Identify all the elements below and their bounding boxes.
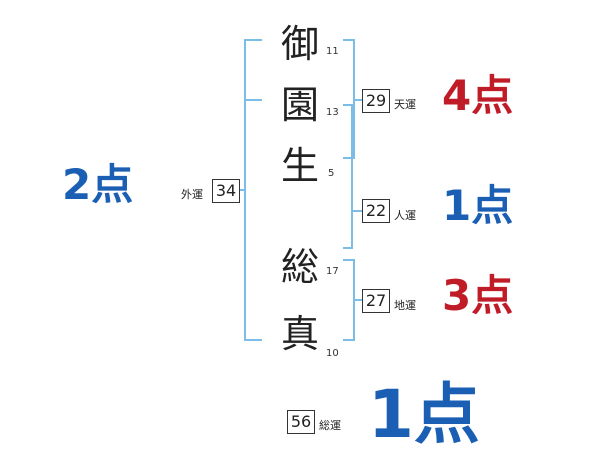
stroke-count-2: 13 (326, 107, 339, 118)
gaiun-score: 2点 (62, 160, 134, 209)
stroke-count-3: 5 (328, 168, 335, 179)
chiun-label: 地運 (394, 299, 416, 312)
name-char-4: 総 (281, 245, 320, 289)
gaiun-bracket (244, 39, 262, 341)
stroke-count-1: 11 (326, 46, 339, 57)
stroke-count-4: 17 (326, 266, 339, 277)
stroke-count-5: 10 (326, 348, 339, 359)
souun-score: 1点 (368, 376, 480, 453)
jinun-bracket (343, 104, 353, 249)
gaiun-label: 外運 (181, 188, 203, 201)
souun-value-box: 56 (287, 410, 315, 434)
name-char-2: 園 (281, 83, 320, 127)
tenun-label: 天運 (394, 98, 416, 111)
name-char-3: 生 (281, 144, 320, 188)
chiun-bracket (343, 259, 355, 341)
jinun-value-box: 22 (362, 199, 390, 223)
gaiun-value-box: 34 (212, 179, 240, 203)
jinun-score: 1点 (442, 181, 514, 230)
chiun-value-box: 27 (362, 289, 390, 313)
chiun-score: 3点 (442, 271, 514, 320)
name-char-1: 御 (281, 22, 320, 66)
tenun-score: 4点 (442, 71, 514, 120)
tenun-value-box: 29 (362, 89, 390, 113)
souun-label: 総運 (319, 419, 341, 432)
jinun-label: 人運 (394, 209, 416, 222)
name-char-5: 真 (281, 312, 320, 356)
